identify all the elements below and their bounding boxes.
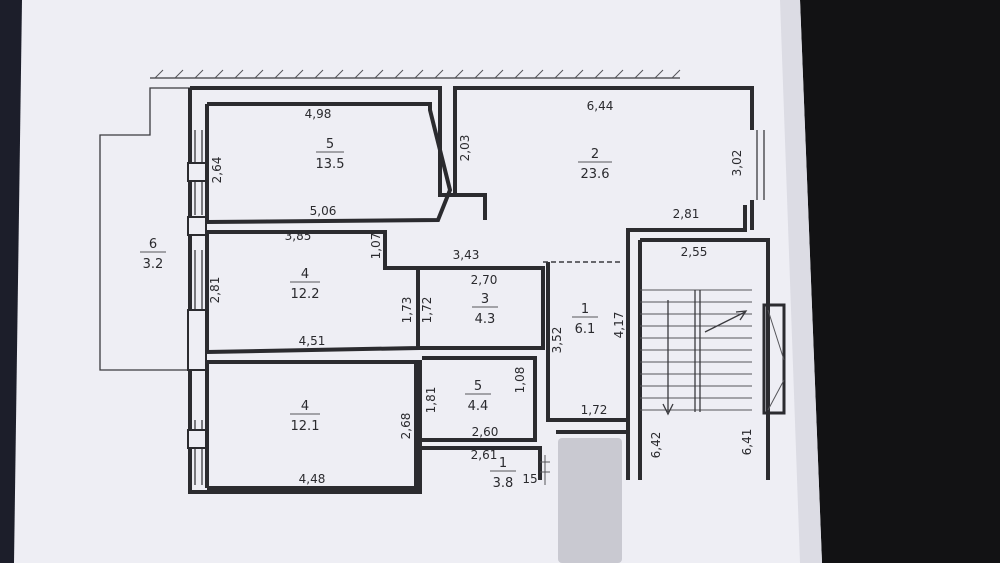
room-number: 1 <box>499 456 507 471</box>
room-labels: 5 13.5 2 23.6 4 12.2 3 4.3 1 6.1 6 3.2 4… <box>140 137 612 491</box>
dimension-label: 2,64 <box>210 157 224 184</box>
room-area: 3.8 <box>493 476 514 491</box>
room-number: 4 <box>301 399 309 414</box>
room-area: 6.1 <box>575 322 596 337</box>
lift-shaft <box>762 303 786 415</box>
dimension-label: 3,85 <box>285 229 312 243</box>
dimension-label: 2,61 <box>471 448 498 462</box>
small-ticks <box>540 455 550 485</box>
room-number: 2 <box>591 147 599 162</box>
room-area: 4.3 <box>475 312 496 327</box>
room-area: 23.6 <box>581 167 610 182</box>
dimension-label: 1,72 <box>420 297 434 324</box>
dimension-label: 1,81 <box>424 387 438 414</box>
dimension-label: 1,08 <box>513 367 527 394</box>
ground-hatching <box>150 69 681 79</box>
room-number: 5 <box>326 137 334 152</box>
dimension-label: 4,98 <box>305 107 332 121</box>
paper-shadow <box>780 0 822 563</box>
room-area: 12.2 <box>291 287 320 302</box>
dimension-label: 2,68 <box>399 413 413 440</box>
room-area: 13.5 <box>316 157 345 172</box>
dimension-label: 6,44 <box>587 99 614 113</box>
room-number: 1 <box>581 302 589 317</box>
room-area: 3.2 <box>143 257 164 272</box>
dimension-labels: 4,98 6,44 2,03 2,64 3,02 5,06 2,81 3,85 … <box>208 99 754 486</box>
dimension-label: 15 <box>522 472 537 486</box>
dimension-label: 2,60 <box>472 425 499 439</box>
dimension-label: 4,51 <box>299 334 326 348</box>
right-dark-area <box>800 0 1000 563</box>
room-number: 5 <box>474 379 482 394</box>
room-number: 6 <box>149 237 157 252</box>
dimension-label: 2,70 <box>471 273 498 287</box>
dimension-label: 2,55 <box>681 245 708 259</box>
dimension-label: 4,17 <box>612 312 626 339</box>
dimension-label: 2,03 <box>458 135 472 162</box>
dimension-label: 6,41 <box>740 429 754 456</box>
dimension-label: 3,02 <box>730 150 744 177</box>
dimension-label: 1,73 <box>400 297 414 324</box>
dimension-label: 2,81 <box>673 207 700 221</box>
staircase <box>640 289 752 416</box>
dimension-label: 6,42 <box>649 432 663 459</box>
dimension-label: 3,43 <box>453 248 480 262</box>
room-number: 3 <box>481 292 489 307</box>
windows <box>187 130 765 485</box>
dimension-label: 4,48 <box>299 472 326 486</box>
blurred-patch <box>558 438 622 563</box>
dimension-label: 5,06 <box>310 204 337 218</box>
balcony-outline <box>99 87 190 371</box>
dimension-label: 3,52 <box>550 327 564 354</box>
dimension-label: 1,07 <box>369 233 383 260</box>
walls <box>188 86 770 494</box>
dimension-label: 2,81 <box>208 277 222 304</box>
dimension-label: 1,72 <box>581 403 608 417</box>
room-area: 4.4 <box>468 399 489 414</box>
room-number: 4 <box>301 267 309 282</box>
room-area: 12.1 <box>291 419 320 434</box>
